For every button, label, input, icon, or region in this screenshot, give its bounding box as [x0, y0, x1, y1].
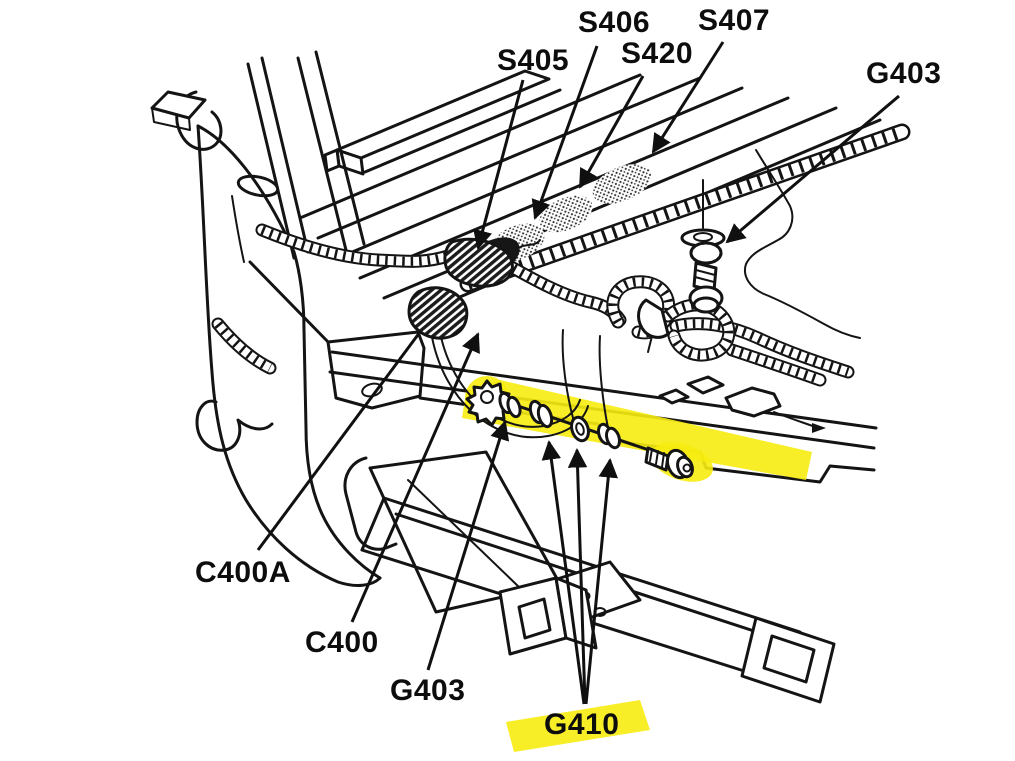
- label-g403-bottom: G403: [390, 674, 466, 707]
- label-s407: S407: [698, 4, 771, 37]
- label-s405: S405: [497, 44, 570, 77]
- ground-stud-g410: [465, 379, 694, 480]
- leader-s407: [651, 41, 725, 154]
- left-posts: [236, 50, 366, 260]
- label-s420: S420: [621, 37, 694, 70]
- leader-g410-3: [584, 458, 618, 705]
- leader-s420: [578, 75, 645, 189]
- leader-g410-1: [541, 440, 586, 705]
- leader-g403-top: [725, 94, 900, 244]
- ground-bolt-g403: [680, 179, 726, 314]
- cutaway-contour: [744, 149, 861, 339]
- label-c400a: C400A: [195, 556, 291, 589]
- label-g403-top: G403: [866, 57, 942, 90]
- label-g410-highlighted: G410: [544, 708, 620, 741]
- label-s406: S406: [578, 6, 651, 39]
- label-leader-lines: [256, 41, 900, 705]
- leader-c400: [350, 332, 480, 623]
- leader-c400a: [256, 331, 422, 551]
- leader-s406: [531, 45, 599, 220]
- leader-s405: [473, 79, 525, 250]
- leader-g410-2: [567, 448, 588, 705]
- trailer-hitch: [360, 496, 836, 704]
- tailgate-cable-hook: [150, 90, 223, 151]
- leader-g403-bottom: [426, 420, 510, 671]
- bed-channel-rib: [459, 123, 911, 293]
- frame-rail: [326, 330, 878, 484]
- connectors-c400-c400a: [407, 237, 520, 340]
- label-c400: C400: [305, 626, 379, 659]
- rear-bumper: [195, 124, 382, 587]
